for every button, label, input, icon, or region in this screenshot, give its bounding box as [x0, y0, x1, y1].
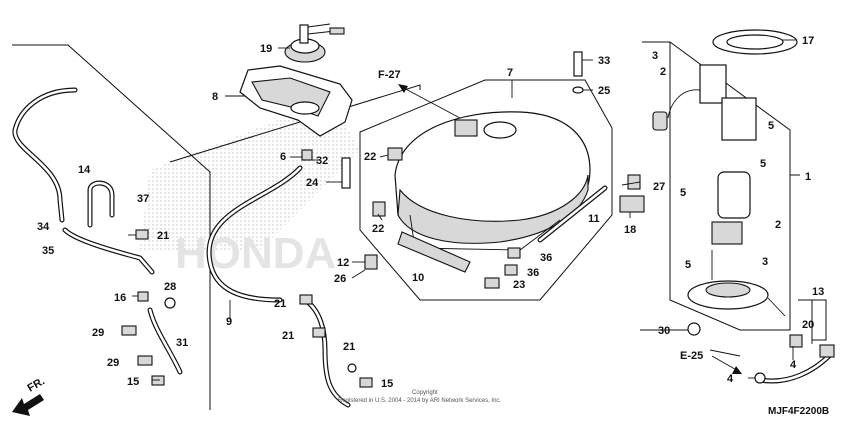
part-label-17: 17: [802, 35, 814, 47]
part-label-37: 37: [137, 193, 149, 205]
fuel-tank: [394, 111, 591, 273]
left-frame: [12, 44, 211, 410]
part-label-4: 4: [727, 373, 734, 385]
part-label-15: 15: [381, 378, 393, 390]
part-label-33: 33: [598, 55, 610, 67]
part-label-29: 29: [92, 327, 104, 339]
part-label-3: 3: [652, 50, 658, 62]
part-label-6: 6: [280, 151, 286, 163]
part-label-36: 36: [540, 252, 552, 264]
front-direction-arrow: [12, 394, 44, 416]
part-label-31: 31: [176, 337, 188, 349]
ref-label-e25: E-25: [680, 350, 703, 362]
tank-frame: [359, 79, 613, 301]
fuel-pump-assembly: [652, 29, 798, 317]
watermark: HONDA: [140, 100, 360, 278]
part-label-30: 30: [658, 325, 670, 337]
pump-frame: [642, 41, 791, 331]
part-labels: 1 2 2 3 3 4 4 5 5 5 5 6 7 8 9 10 11 12 1…: [37, 35, 824, 390]
part-label-12: 12: [337, 257, 349, 269]
part-label-5: 5: [680, 187, 686, 199]
filler-trim: [239, 65, 353, 137]
copyright-line-2: Registered in U.S. 2004 - 2014 by ARI Ne…: [338, 398, 501, 404]
fasteners: [121, 51, 835, 388]
part-label-4: 4: [790, 359, 797, 371]
part-label-24: 24: [306, 177, 319, 189]
part-label-35: 35: [42, 245, 54, 257]
copyright-line-1: Copyright: [412, 390, 438, 396]
part-label-10: 10: [412, 272, 424, 284]
part-label-2: 2: [660, 66, 666, 78]
part-label-28: 28: [164, 281, 176, 293]
part-label-32: 32: [316, 155, 328, 167]
part-label-13: 13: [812, 286, 824, 298]
part-label-5: 5: [760, 158, 766, 170]
part-label-7: 7: [507, 67, 513, 79]
direction-label: FR.: [26, 375, 47, 394]
part-label-22: 22: [364, 151, 376, 163]
part-label-36: 36: [527, 267, 539, 279]
part-label-27: 27: [653, 181, 665, 193]
left-hoses: [12, 87, 833, 408]
part-label-21: 21: [157, 230, 169, 242]
part-label-21: 21: [282, 330, 294, 342]
part-label-9: 9: [226, 316, 232, 328]
part-label-25: 25: [598, 85, 610, 97]
part-label-5: 5: [685, 259, 691, 271]
part-label-29: 29: [107, 357, 119, 369]
part-label-5: 5: [768, 120, 774, 132]
part-label-18: 18: [624, 224, 636, 236]
part-label-22: 22: [372, 223, 384, 235]
part-label-1: 1: [805, 171, 811, 183]
hose-bracket: [798, 299, 827, 341]
figure-code: MJF4F2200B: [768, 406, 829, 417]
leader-lines: [128, 39, 813, 381]
section-frames: [12, 41, 827, 410]
part-label-21: 21: [343, 341, 355, 353]
part-label-11: 11: [588, 213, 600, 225]
watermark-text: HONDA: [175, 229, 336, 278]
part-label-16: 16: [114, 292, 126, 304]
part-label-34: 34: [37, 221, 50, 233]
reference-arrows: [398, 84, 742, 374]
part-label-26: 26: [334, 273, 346, 285]
ref-label-f27: F-27: [378, 69, 401, 81]
part-label-8: 8: [212, 91, 218, 103]
part-label-3: 3: [762, 256, 768, 268]
fuel-cap: [284, 23, 345, 63]
part-label-19: 19: [260, 43, 272, 55]
part-label-21: 21: [274, 298, 286, 310]
part-label-14: 14: [78, 164, 91, 176]
part-label-23: 23: [513, 279, 525, 291]
part-label-2: 2: [775, 219, 781, 231]
filler-frame: [169, 84, 421, 163]
part-label-15: 15: [127, 376, 139, 388]
part-label-20: 20: [802, 319, 814, 331]
